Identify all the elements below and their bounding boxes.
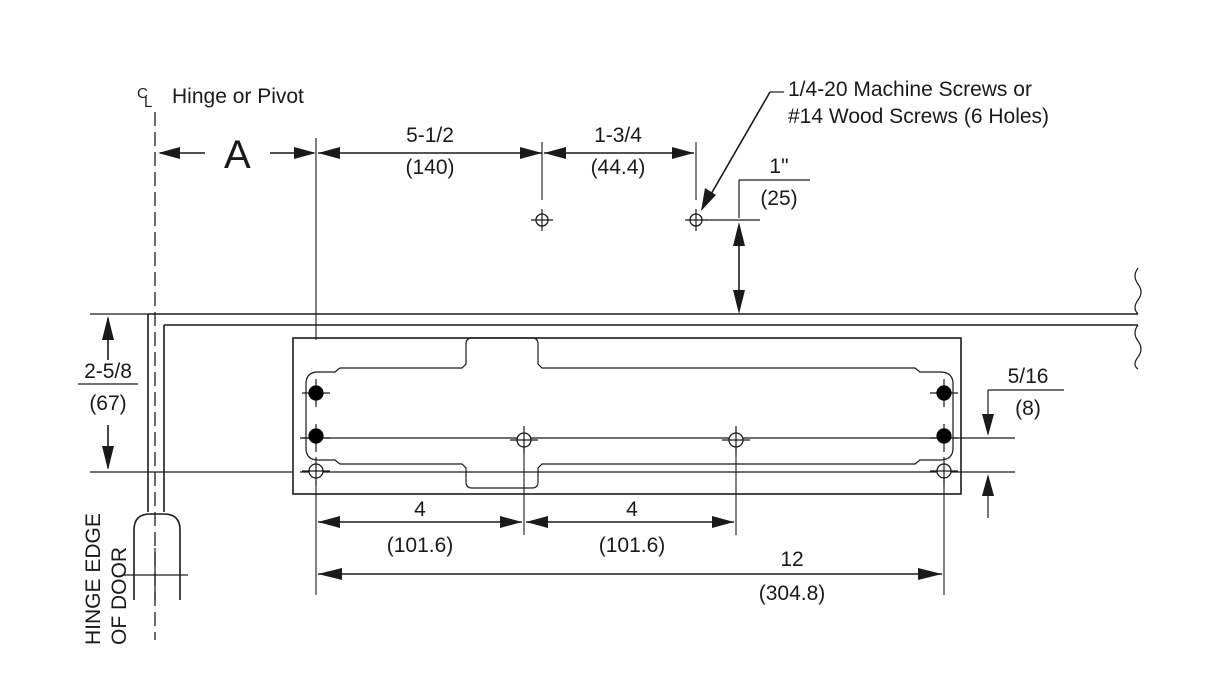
centerline-symbol-l: L — [144, 94, 152, 111]
door-frame-header — [147, 267, 1142, 512]
dimension-2-5-8: 2-5/8 (67) — [78, 313, 292, 473]
dimension-5-16: 5/16 (8) — [982, 365, 1064, 518]
screws-callout-line1: 1/4-20 Machine Screws or — [788, 78, 1032, 101]
plate-hole-mid-right — [930, 424, 958, 452]
hinge-edge-label-line1: HINGE EDGE — [82, 513, 105, 645]
hinge-edge-of-door: HINGE EDGE OF DOOR — [82, 513, 188, 645]
dim-5-16-mm: (8) — [1015, 397, 1041, 420]
top-screw-hole-2 — [685, 209, 707, 231]
dim-12-inch: 12 — [780, 548, 803, 571]
dim-1-inch-inch: 1" — [769, 155, 788, 178]
screws-callout: 1/4-20 Machine Screws or #14 Wood Screws… — [701, 78, 1049, 211]
dim-1-inch-mm: (25) — [760, 187, 797, 210]
dimension-4-left: 4 (101.6) — [318, 498, 522, 557]
plate-hole-bottom-right — [930, 457, 958, 485]
hinge-edge-label-line2: OF DOOR — [108, 547, 131, 645]
screws-callout-line2: #14 Wood Screws (6 Holes) — [788, 105, 1049, 128]
dim-5-16-inch: 5/16 — [1008, 365, 1049, 388]
top-screw-hole-1 — [531, 209, 553, 231]
dim-4-left-inch: 4 — [414, 498, 426, 521]
dim-1-3-4-inch: 1-3/4 — [594, 124, 642, 147]
dim-4-right-mm: (101.6) — [599, 534, 666, 557]
dim-2-5-8-mm: (67) — [89, 392, 126, 415]
plate-hole-top-left — [302, 379, 330, 407]
centerline-symbol-c: C — [137, 85, 148, 102]
dimension-1-inch: 1" (25) — [706, 155, 810, 314]
hinge-or-pivot-label: Hinge or Pivot — [172, 85, 304, 108]
dim-5-1-2-mm: (140) — [405, 156, 454, 179]
dim-a-label: A — [224, 133, 251, 177]
dim-4-right-inch: 4 — [626, 498, 638, 521]
dimension-4-right: 4 (101.6) — [526, 498, 734, 557]
plate-hole-top-right — [930, 379, 958, 407]
dim-1-3-4-mm: (44.4) — [591, 156, 646, 179]
dimension-a: A — [158, 133, 316, 177]
dimension-1-3-4: 1-3/4 (44.4) — [544, 124, 694, 179]
dimension-5-1-2: 5-1/2 (140) — [318, 124, 542, 179]
mounting-plate — [292, 337, 1015, 495]
dim-4-left-mm: (101.6) — [387, 534, 454, 557]
dim-12-mm: (304.8) — [759, 582, 826, 605]
dim-2-5-8-inch: 2-5/8 — [84, 360, 132, 383]
dim-5-1-2-inch: 5-1/2 — [406, 124, 454, 147]
plate-hole-mid-left — [302, 424, 330, 452]
centerline-hinge-pivot: C L Hinge or Pivot — [137, 85, 304, 640]
dimension-12: 12 (304.8) — [318, 548, 942, 605]
